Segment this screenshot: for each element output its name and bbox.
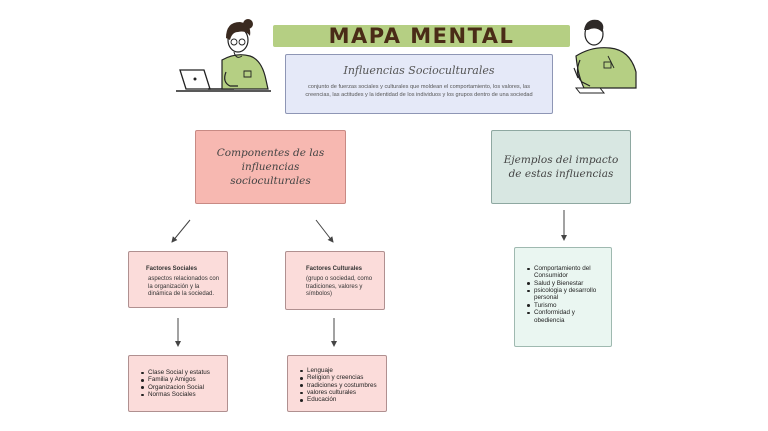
social-items-node: Clase Social y estatus Familia y Amigos … [128, 355, 228, 412]
examples-label: Ejemplos del impacto de estas influencia… [503, 153, 619, 180]
list-item: Normas Sociales [141, 391, 223, 398]
intro-heading: Influencias Socioculturales [343, 64, 495, 77]
intro-description: conjunto de fuerzas sociales y culturale… [305, 84, 533, 99]
man-writing-illustration [573, 19, 637, 94]
examples-box: Ejemplos del impacto de estas influencia… [491, 130, 631, 204]
cultural-factors-description: (grupo o sociedad, como tradiciones, val… [306, 276, 373, 297]
map-title-band: MAPA MENTAL [273, 25, 570, 47]
list-item: Conformidad y obediencia [527, 309, 607, 324]
social-items-list: Clase Social y estatus Familia y Amigos … [141, 369, 223, 398]
arrow-down-left-icon [171, 219, 191, 243]
arrow-down-right-icon [315, 219, 334, 243]
social-factors-heading: Factores Sociales [146, 266, 198, 272]
list-item: Salud y Bienestar [527, 280, 607, 287]
cultural-factors-heading: Factores Culturales [306, 266, 363, 272]
list-item: Turismo [527, 302, 607, 309]
list-item: psicologia y desarrollo personal [527, 287, 607, 302]
impact-items-node: Comportamiento del Consumidor Salud y Bi… [514, 247, 612, 347]
intro-definition-box: Influencias Socioculturales conjunto de … [285, 54, 553, 114]
cultural-items-node: Lenguaje Religion y creencias tradicione… [287, 355, 387, 412]
list-item: tradiciones y costumbres [300, 382, 382, 389]
list-item: valores culturales [300, 389, 382, 396]
components-box: Componentes de las influencias sociocult… [195, 130, 346, 204]
list-item: Religion y creencias [300, 374, 382, 381]
cultural-items-list: Lenguaje Religion y creencias tradicione… [300, 367, 382, 404]
list-item: Comportamiento del Consumidor [527, 265, 607, 280]
list-item: Clase Social y estatus [141, 369, 223, 376]
components-label: Componentes de las influencias sociocult… [216, 146, 325, 188]
impact-items-list: Comportamiento del Consumidor Salud y Bi… [527, 265, 607, 324]
list-item: Educación [300, 396, 382, 403]
map-title: MAPA MENTAL [328, 23, 515, 48]
list-item: Familia y Amigos [141, 376, 223, 383]
social-factors-node: Factores Sociales aspectos relacionados … [128, 251, 228, 308]
list-item: Lenguaje [300, 367, 382, 374]
cultural-factors-node: Factores Culturales (grupo o sociedad, c… [285, 251, 385, 310]
social-factors-description: aspectos relacionados con la organizació… [148, 276, 220, 297]
list-item: Organizacion Social [141, 384, 223, 391]
woman-with-laptop-illustration [176, 19, 271, 92]
